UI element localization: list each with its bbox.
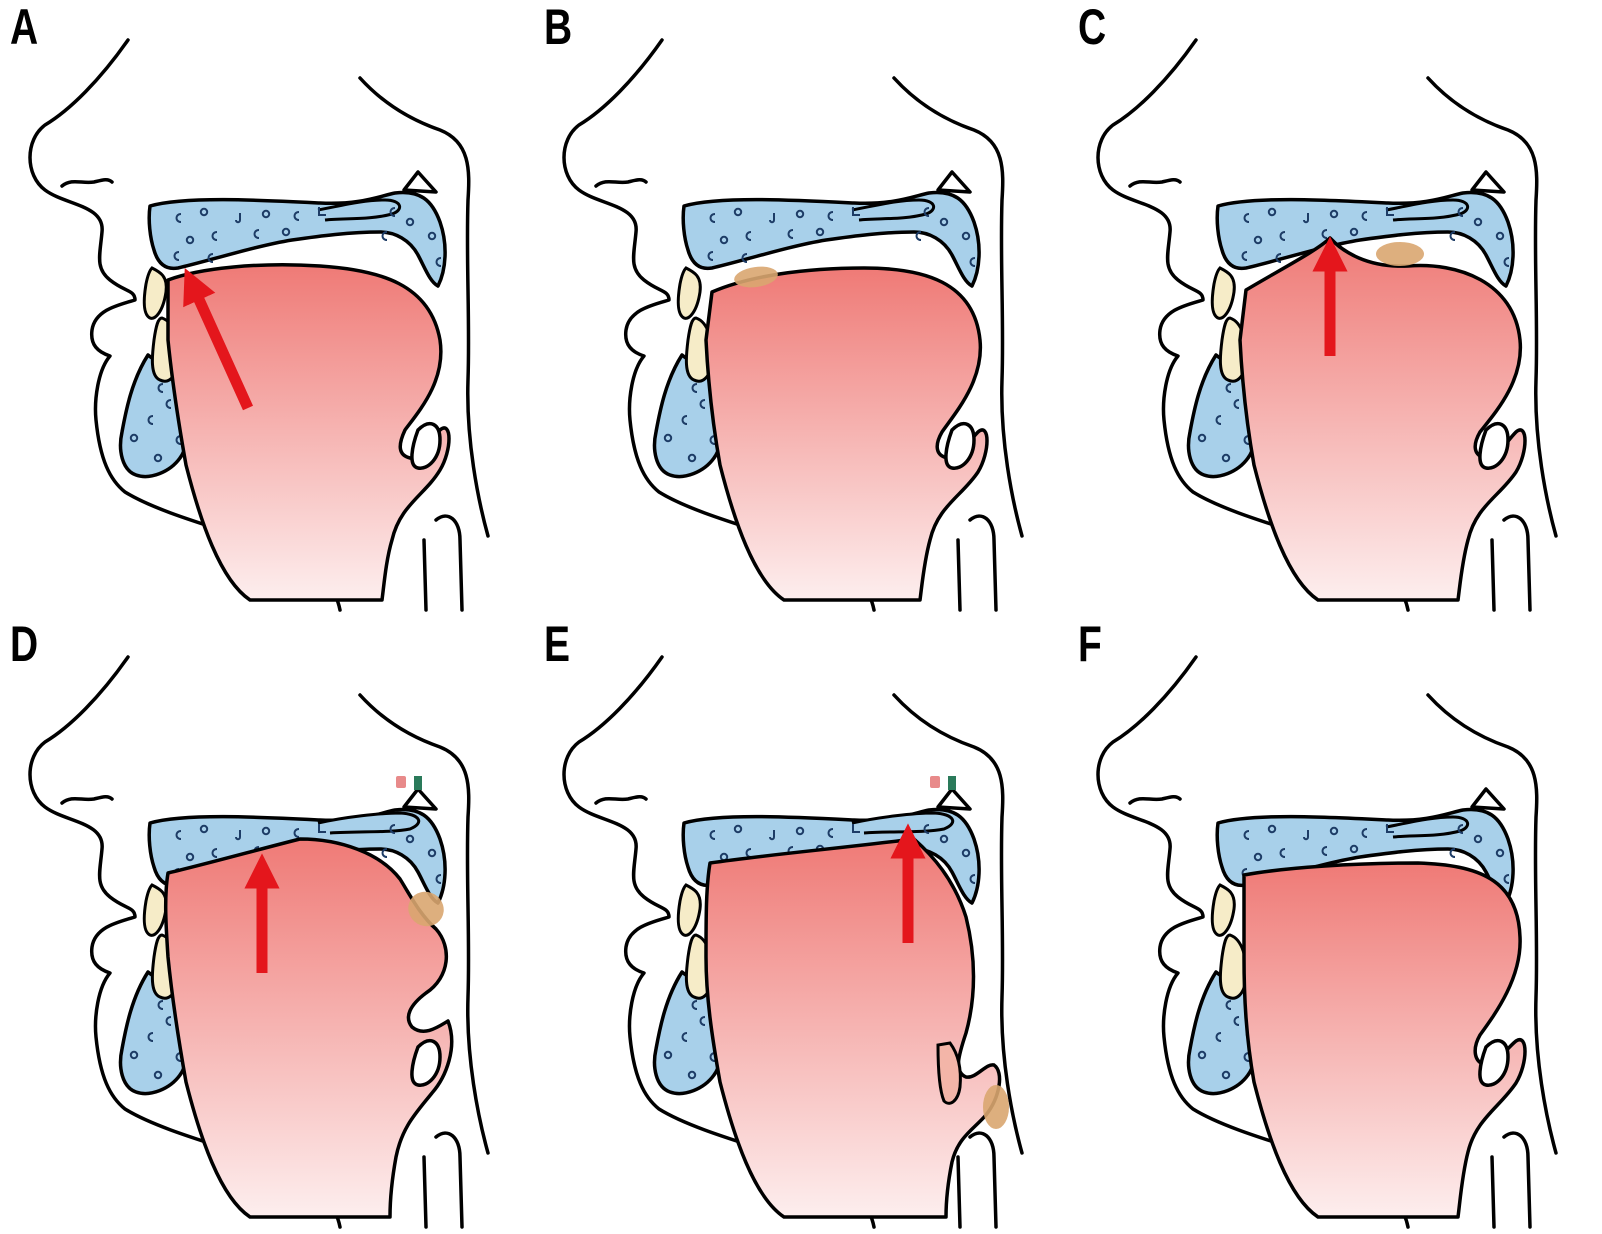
velum-contact-red: [396, 776, 406, 788]
nostril: [596, 180, 646, 186]
velum-contact-red: [930, 776, 940, 788]
panel-c: C: [1068, 0, 1602, 617]
nostril: [62, 180, 112, 186]
nostril: [596, 797, 646, 803]
panel-b: B: [534, 0, 1068, 617]
head-cross-section-drawing: [534, 0, 1068, 617]
panel-f: F: [1068, 617, 1602, 1234]
trachea-wall: [958, 1157, 960, 1227]
trachea: [1504, 1133, 1530, 1227]
panel-label-d: D: [10, 619, 38, 669]
nasal-opening: [1472, 789, 1504, 809]
upper-incisor: [144, 885, 166, 935]
upper-incisor: [1212, 885, 1234, 935]
panel-label-e: E: [544, 619, 570, 669]
head-cross-section-drawing: [534, 617, 1068, 1234]
head-cross-section-drawing: [1068, 0, 1602, 617]
upper-incisor: [144, 268, 166, 318]
head-cross-section-drawing: [0, 617, 534, 1234]
tongue: [706, 839, 1000, 1217]
upper-incisor: [678, 268, 700, 318]
nostril: [1130, 180, 1180, 186]
trachea-wall: [1492, 540, 1494, 610]
tongue: [166, 839, 452, 1217]
nasal-opening: [938, 172, 970, 192]
nasal-opening: [404, 172, 436, 192]
trachea: [1504, 516, 1530, 610]
food-bolus: [983, 1085, 1009, 1129]
velum-contact-green: [948, 776, 956, 790]
panel-label-b: B: [544, 2, 572, 52]
panel-a: A: [0, 0, 534, 617]
velum-contact-green: [414, 776, 422, 790]
nostril: [62, 797, 112, 803]
upper-incisor: [678, 885, 700, 935]
soft-palate: [852, 813, 953, 833]
trachea-wall: [424, 540, 426, 610]
trachea: [436, 1133, 462, 1227]
panel-e: E: [534, 617, 1068, 1234]
panel-label-f: F: [1078, 619, 1102, 669]
tongue: [1244, 863, 1525, 1217]
panel-label-c: C: [1078, 2, 1106, 52]
trachea-wall: [1492, 1157, 1494, 1227]
panel-label-a: A: [10, 2, 38, 52]
head-cross-section-drawing: [0, 0, 534, 617]
trachea-wall: [958, 540, 960, 610]
tongue: [1240, 238, 1525, 600]
nostril: [1130, 797, 1180, 803]
food-bolus: [1376, 242, 1424, 266]
trachea: [436, 516, 462, 610]
tongue: [706, 268, 987, 600]
nasal-opening: [404, 789, 436, 809]
soft-palate: [318, 813, 419, 833]
panel-d: D: [0, 617, 534, 1234]
upper-incisor: [1212, 268, 1234, 318]
trachea: [970, 516, 996, 610]
head-cross-section-drawing: [1068, 617, 1602, 1234]
nasal-opening: [938, 789, 970, 809]
nasal-opening: [1472, 172, 1504, 192]
trachea-wall: [424, 1157, 426, 1227]
trachea: [970, 1133, 996, 1227]
